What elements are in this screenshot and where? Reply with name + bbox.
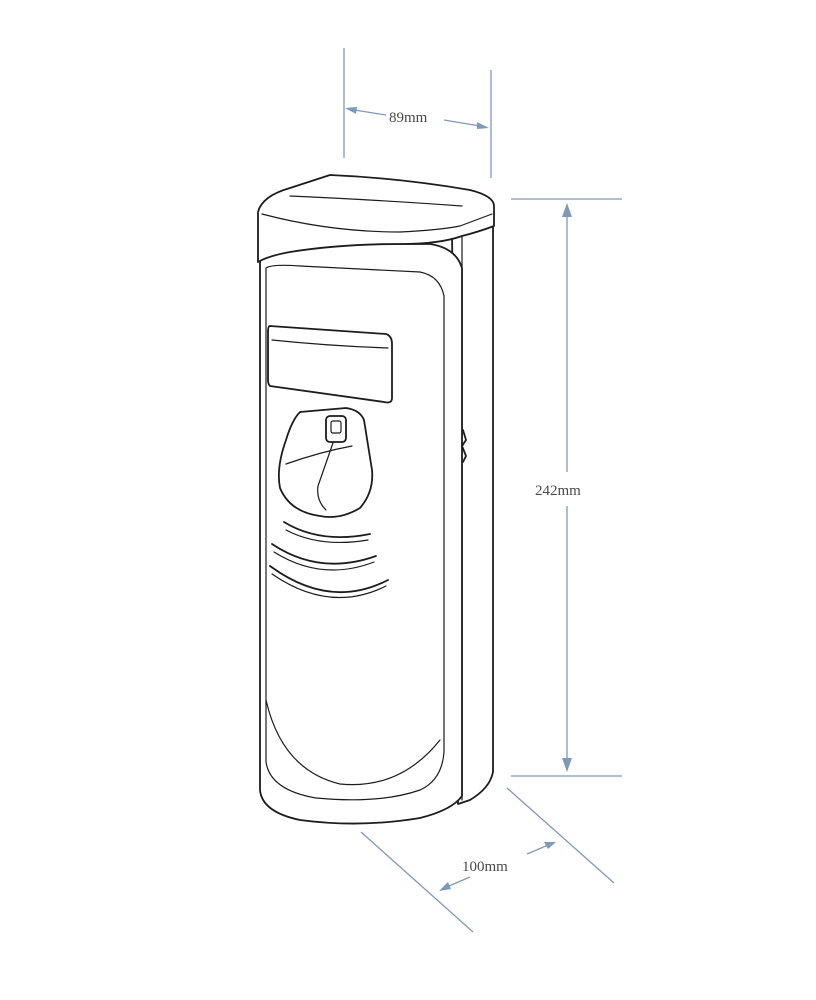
top-cap-seam	[261, 213, 493, 233]
width-arrow-left	[345, 107, 357, 114]
front-inner-panel	[265, 264, 445, 801]
display-window	[267, 325, 393, 404]
sensor-arc-middle	[271, 543, 377, 565]
height-label: 242mm	[535, 483, 581, 499]
sensor-arc-top	[283, 521, 371, 539]
depth-label: 100mm	[462, 859, 508, 875]
depth-arrow-right	[544, 842, 556, 849]
sensor-arc-bottom-inner	[271, 573, 387, 599]
spray-nozzle	[325, 415, 347, 443]
depth-dimension: 100mm	[360, 787, 615, 933]
sensor-arc-top-inner	[285, 529, 369, 544]
top-cap-crown	[289, 195, 463, 207]
height-arrow-top	[562, 203, 572, 217]
sensor-arc-middle-inner	[273, 551, 375, 571]
display-window-highlight	[271, 339, 389, 349]
width-dimension: 89mm	[343, 48, 492, 178]
depth-arrow-left	[439, 882, 451, 891]
height-dimension: 242mm	[511, 198, 622, 777]
depth-extension-left	[360, 831, 474, 933]
depth-extension-right	[506, 787, 615, 884]
spray-nozzle-tip	[330, 420, 342, 434]
front-bottom-curve	[265, 699, 441, 786]
side-latch	[461, 429, 467, 463]
air-freshener-dispenser	[257, 174, 495, 825]
width-arrow-right	[477, 122, 489, 129]
sensor-arc-bottom	[269, 565, 389, 594]
width-label: 89mm	[389, 110, 428, 126]
nozzle-inner-facet	[285, 439, 353, 511]
height-arrow-bottom	[562, 758, 572, 772]
